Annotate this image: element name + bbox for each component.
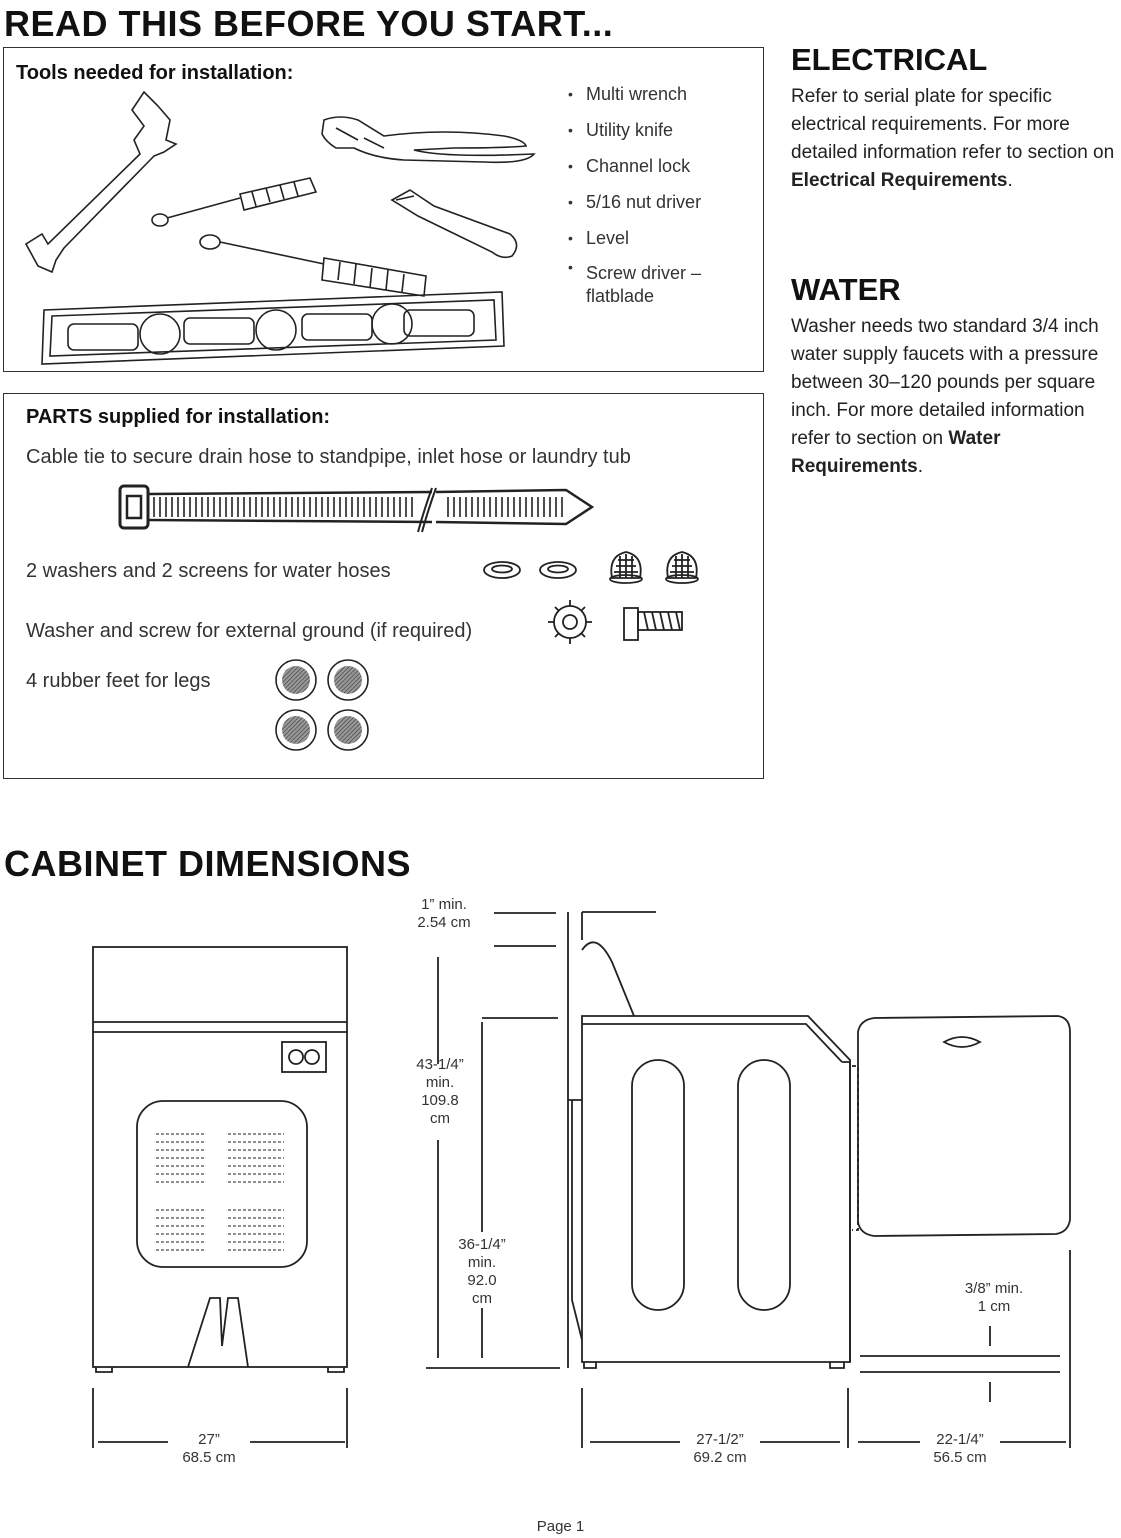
water-text: Washer needs two standard 3/4 inch water… [791,313,1121,481]
hose-washer-icon [539,561,577,579]
lid-depth-in: 22-1/4” [936,1431,984,1448]
clearance-top-in: 1” min. [421,896,467,913]
lid-depth-cm: 56.5 cm [933,1449,987,1466]
ground-washer-icon [548,600,592,644]
water-section: WATER Washer needs two standard 3/4 inch… [791,274,1121,481]
lid-open-height-unit: cm [430,1110,450,1127]
electrical-heading: ELECTRICAL [791,42,988,77]
washer-side-view [567,911,859,1369]
washers-screens-label: 2 washers and 2 screens for water hoses [26,560,391,582]
clearance-top-cm: 2.54 cm [417,914,471,931]
depth-in: 27-1/2” [696,1431,744,1448]
lid-depth-label: 22-1/4” 56.5 cm [920,1431,1000,1467]
screwdriver-icon [199,234,427,297]
height-label: 36-1/4” min. 92.0 cm [442,1236,522,1308]
tools-list: Multi wrench Utility knife Channel lock … [564,76,754,308]
feet-label: 4 rubber feet for legs [26,670,211,692]
tools-box: Tools needed for installation: Multi wre… [3,47,764,372]
water-link: Water Requirements [791,428,1001,477]
page-title: READ THIS BEFORE YOU START... [4,3,614,44]
channel-lock-icon [321,116,536,164]
depth-label: 27-1/2” 69.2 cm [680,1431,760,1467]
parts-box: PARTS supplied for installation: Cable t… [3,393,764,779]
washer-front-view [92,946,348,1373]
depth-dimension-lines [581,1388,1066,1448]
cabinet-diagram [92,911,1071,1448]
tool-item: Channel lock [564,148,754,184]
cable-tie-label: Cable tie to secure drain hose to standp… [26,446,631,468]
cable-tie-icon [118,484,594,533]
width-cm: 68.5 cm [182,1449,236,1466]
electrical-end: . [1007,170,1013,191]
washers-screens-icons [483,551,699,584]
side-clearance-label: 3/8” min. 1 cm [944,1280,1044,1316]
width-label: 27” 68.5 cm [168,1431,250,1467]
tools-illustration [24,90,536,365]
multi-wrench-icon [24,90,178,274]
water-body: Washer needs two standard 3/4 inch water… [791,316,1099,449]
lid-open-height-in: 43-1/4” [416,1056,464,1073]
electrical-body: Refer to serial plate for specific elect… [791,86,1115,163]
tool-item: Screw driver – flatblade [564,256,754,308]
open-lid [857,1015,1071,1237]
page-number: Page 1 [536,1518,585,1535]
height-cm: 92.0 [467,1272,497,1289]
cabinet-heading: CABINET DIMENSIONS [4,843,412,884]
side-clearance-cm: 1 cm [977,1298,1011,1315]
water-heading: WATER [791,272,901,307]
lid-open-height-cm: 109.8 [421,1092,459,1109]
tool-item: Multi wrench [564,76,754,112]
parts-title: PARTS supplied for installation: [26,406,331,428]
height-unit: cm [472,1290,492,1307]
level-icon [41,291,505,365]
tool-item: Level [564,220,754,256]
tools-title: Tools needed for installation: [16,62,294,84]
height-in: 36-1/4” [458,1236,506,1253]
width-in: 27” [198,1431,220,1448]
clearance-top-label: 1” min. 2.54 cm [404,896,484,932]
rubber-foot-icon [327,709,369,751]
rubber-foot-icon [327,659,369,701]
rubber-foot-icon [275,709,317,751]
hose-washer-icon [483,561,521,579]
depth-cm: 69.2 cm [693,1449,747,1466]
electrical-section: ELECTRICAL Refer to serial plate for spe… [791,44,1116,195]
rubber-feet-icons [275,659,369,751]
tool-item: Utility knife [564,112,754,148]
height-dimension-lines [426,912,560,1369]
side-clearance-lines [860,1250,1071,1448]
screwdriver-icon [151,177,318,227]
electrical-link: Electrical Requirements [791,170,1008,191]
water-end: . [917,456,923,477]
tool-item: 5/16 nut driver [564,184,754,220]
lid-open-height-label: 43-1/4” min. 109.8 cm [398,1056,482,1128]
ground-screw-icon [623,607,683,641]
rubber-foot-icon [275,659,317,701]
hose-screen-icon [609,551,643,584]
ground-label: Washer and screw for external ground (if… [26,620,473,642]
hose-screen-icon [665,551,699,584]
side-clearance-in: 3/8” min. [964,1280,1024,1297]
electrical-text: Refer to serial plate for specific elect… [791,83,1116,195]
height-min: min. [467,1254,497,1271]
width-dimension-lines [92,1388,348,1448]
lid-open-height-min: min. [425,1074,455,1091]
utility-knife-icon [390,189,518,259]
ground-hardware-icons [548,600,683,644]
